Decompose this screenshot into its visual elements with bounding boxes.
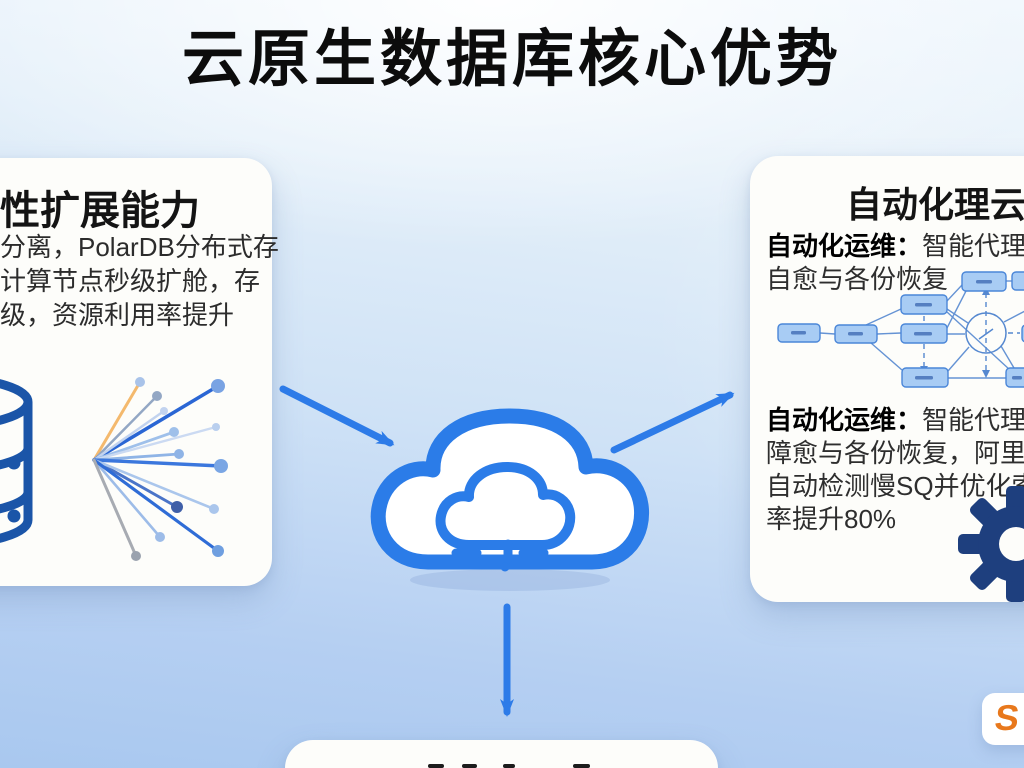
right-card: 自动化理云维 自动化运维：智能代理层 自愈与各份恢复 自动化运维：智能代理层 障… [750,156,1024,602]
paragraph-line: 率提升80% [766,504,897,534]
left-card-body: 分离，PolarDB分布式存 计算节点秒级扩舱，存 级，资源利用率提升 [0,230,279,332]
inner-cloud-icon [435,462,576,550]
paragraph-line: 自愈与各份恢复 [766,264,949,294]
paragraph-label: 自动化运维： [766,231,923,261]
cropped-title-fragment [462,764,477,768]
left-card-body-line: 计算节点秒级扩舱，存 [0,266,261,296]
cropped-title-fragment [503,764,515,768]
left-card-body-line: 分离，PolarDB分布式存 [0,232,279,262]
left-card: 性扩展能力 分离，PolarDB分布式存 计算节点秒级扩舱，存 级，资源利用率提… [0,158,279,586]
cloud-base-dashes [451,539,549,564]
right-card-title: 自动化理云维 [846,184,1024,225]
paragraph-text: 智能代理层 [922,405,1024,435]
paragraph-line: 自动检测慢SQ并优化索引 [766,471,1024,501]
badge-letter: S [992,697,1022,738]
page-title: 云原生数据库核心优势 [181,25,842,94]
cropped-title-fragment [428,764,444,768]
right-card-paragraph-2: 自动化运维：智能代理层 障愈与各份恢复，阿里云 自动检测慢SQ并优化索引 率提升… [766,404,1024,536]
arrow-left-to-cloud-icon [279,385,395,447]
paragraph-line: 障愈与各份恢复，阿里云 [766,438,1024,468]
paragraph-text: 智能代理层 [922,231,1024,261]
cropped-title-fragment [573,764,590,768]
cloud-icon [370,408,650,591]
watermark-badge: S [982,693,1024,745]
paragraph-label: 自动化运维： [766,405,923,435]
left-card-body-line: 级，资源利用率提升 [0,300,235,330]
bottom-card [285,740,718,768]
left-card-title: 性扩展能力 [0,189,200,233]
arrow-cloud-to-right-icon [610,391,735,454]
right-card-paragraph-1: 自动化运维：智能代理层 自愈与各份恢复 [766,230,1024,296]
